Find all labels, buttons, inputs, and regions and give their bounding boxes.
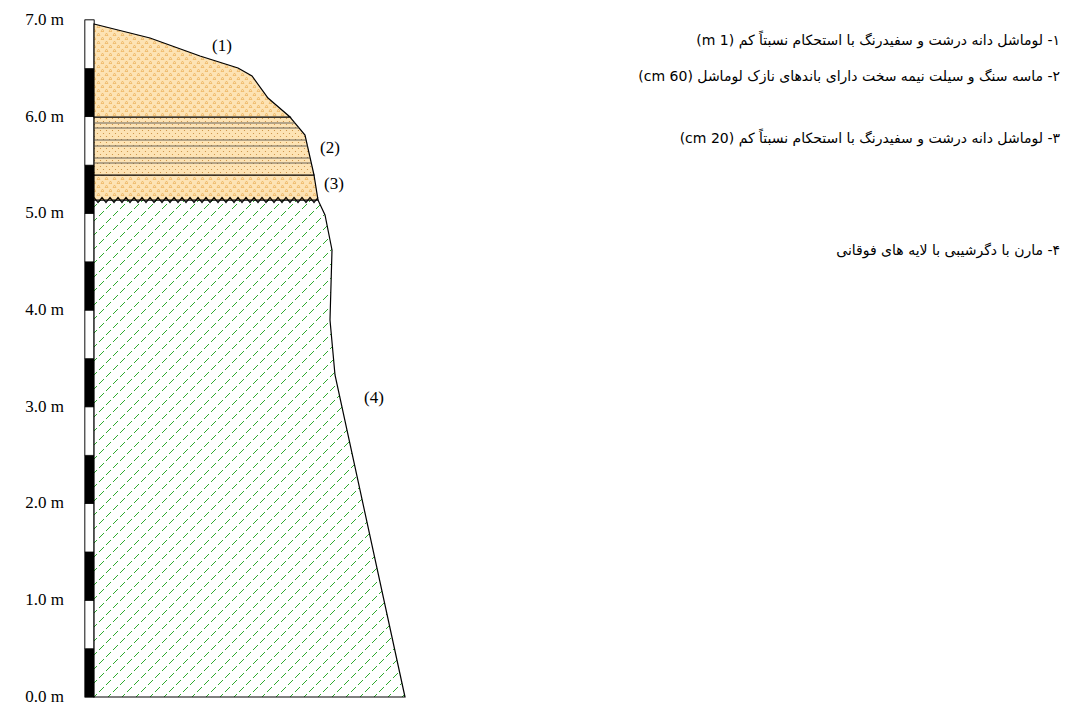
layer-description: ۳- لوماشل دانه درشت و سفیدرنگ با استحکام… [420, 126, 1060, 151]
sandstone-bands [94, 123, 311, 163]
scale-segment [85, 165, 94, 213]
lumachelle-layer [94, 175, 318, 200]
axis-label: 3.0 m [2, 397, 64, 417]
scale-segment [85, 359, 94, 407]
axis-label: 2.0 m [2, 493, 64, 513]
sandstone-layer [94, 117, 314, 175]
callout-number: (1) [212, 36, 232, 56]
scale-bar-frame [85, 20, 94, 697]
marl-layer [94, 200, 405, 697]
band-line [94, 146, 308, 147]
scale-segment [85, 310, 94, 358]
unconformity-line [94, 198, 318, 203]
scale-segment [85, 68, 94, 116]
layer-description: ۲- ماسه سنگ و سیلت نیمه سخت دارای باندها… [420, 64, 1060, 89]
axis-label: 1.0 m [2, 590, 64, 610]
axis-label: 0.0 m [2, 687, 64, 707]
scale-segment [85, 504, 94, 552]
scale-bar [85, 20, 94, 697]
axis-label: 5.0 m [2, 203, 64, 223]
scale-segment [85, 117, 94, 165]
axis-label: 4.0 m [2, 300, 64, 320]
layer-description: ۴- مارن با دگرشیبی با لایه های فوقانی [420, 238, 1060, 263]
scale-segment [85, 455, 94, 503]
band-line [94, 123, 295, 124]
scale-segment [85, 600, 94, 648]
layer-description: ۱- لوماشل دانه درشت و سفیدرنگ با استحکام… [420, 28, 1060, 53]
lumachelle-layer [94, 24, 290, 117]
scale-segment [85, 407, 94, 455]
scale-segment [85, 552, 94, 600]
callout-number: (4) [364, 388, 384, 408]
band-line [94, 158, 310, 159]
axis-label: 6.0 m [2, 107, 64, 127]
callout-number: (2) [320, 138, 340, 158]
band-line [94, 128, 299, 129]
scale-segment [85, 20, 94, 68]
callout-number: (3) [324, 174, 344, 194]
axis-label: 7.0 m [2, 10, 64, 30]
band-line [94, 163, 311, 164]
scale-bar-segments [85, 20, 94, 697]
scale-segment [85, 213, 94, 261]
scale-segment [85, 262, 94, 310]
scale-segment [85, 649, 94, 697]
band-line [94, 140, 306, 141]
